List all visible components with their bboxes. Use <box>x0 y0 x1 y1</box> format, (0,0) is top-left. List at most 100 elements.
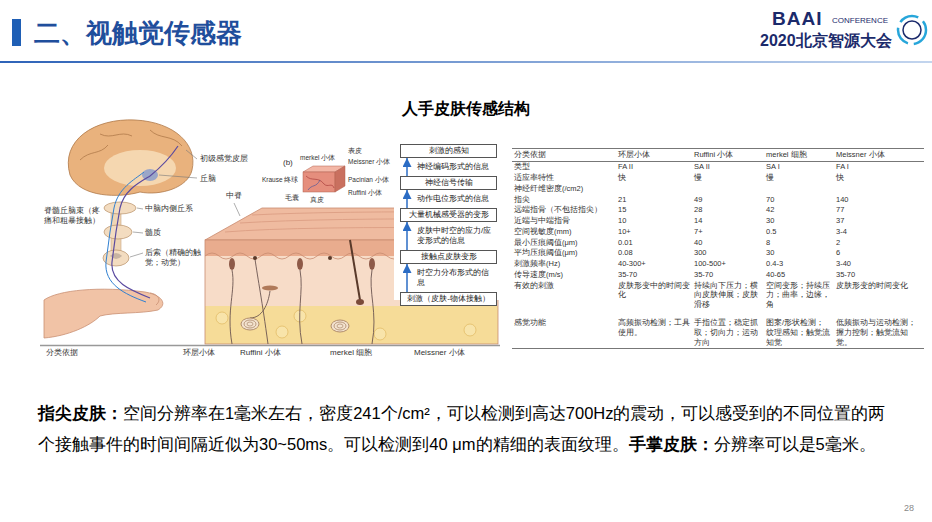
receptor <box>244 320 256 328</box>
panel-tag: (b) <box>283 158 293 168</box>
table-cell: 刺激频率(Hz) <box>512 259 616 270</box>
divider-line <box>40 345 500 346</box>
table-header: 分类依据 <box>514 150 614 160</box>
table-cell: 环层小体 <box>616 149 692 162</box>
part-label: 髓质 <box>145 228 161 238</box>
brain <box>104 150 176 186</box>
table-cell: 神经纤维密度(/cm2) <box>512 183 616 194</box>
table-cell: 有效的刺激 <box>512 280 616 310</box>
table-header: Meissner 小体 <box>836 150 922 160</box>
table-cell: Ruffini 小体 <box>692 149 764 162</box>
logo-rings <box>898 16 926 44</box>
table-cell: 最小压痕阈值(μm) <box>512 237 616 248</box>
table-row: 传导速度(m/s)35-7035-7040-6535-70 <box>512 269 924 280</box>
table-cell-text: 皮肤形变中的时间变化 <box>618 281 690 301</box>
table-cell: 300 <box>692 248 764 259</box>
flow-arrow <box>406 158 408 176</box>
skin-block <box>374 328 386 340</box>
table-cell: 皮肤形变中的时间变化 <box>616 280 692 310</box>
table-cell-text: 神经纤维密度(/cm2) <box>514 184 614 194</box>
table-cell: 2 <box>834 237 924 248</box>
table-cell-text: 感觉功能 <box>514 318 614 328</box>
table-cell: 快 <box>834 173 924 184</box>
table-cell-text: 传导速度(m/s) <box>514 270 614 280</box>
table-cell-text: 近端与中端指骨 <box>514 216 614 226</box>
leader-line <box>130 253 143 257</box>
skin-inset <box>308 180 320 190</box>
nerve-pathway <box>112 146 178 298</box>
table-cell: 40 <box>692 237 764 248</box>
table-cell-text: 0.01 <box>618 238 690 248</box>
spinal-cord <box>110 253 122 259</box>
table-cell <box>692 183 764 194</box>
table-cell: 35-70 <box>616 269 692 280</box>
part-label: Meissner 小体 <box>348 158 390 166</box>
receptor <box>334 322 346 330</box>
table-cell-text: 2 <box>836 238 922 248</box>
table-cell: 8 <box>764 237 834 248</box>
box-text: 接触点皮肤变形 <box>406 252 491 262</box>
table-cell: 空间视敏度(mm) <box>512 226 616 237</box>
table-cell-text: 49 <box>694 195 762 205</box>
nerve-pathway <box>106 146 178 302</box>
leader-line <box>137 208 143 209</box>
flow-arrow <box>406 190 408 208</box>
table-cell: 指尖 <box>512 194 616 205</box>
receptor <box>369 258 375 270</box>
table-cell: 42 <box>764 205 834 216</box>
table-cell: 平均压痕阈值(μm) <box>512 248 616 259</box>
edge-label: 神经编码形式的信息 <box>416 162 497 172</box>
slide-title: 二、视触觉传感器 <box>34 18 242 49</box>
table-cell-text: 6 <box>836 248 922 258</box>
receptor <box>350 240 360 300</box>
table-cell-text: 40-300+ <box>618 259 690 269</box>
table-cell-text: FA II <box>618 162 690 172</box>
table-cell-text: 35-70 <box>694 270 762 280</box>
table-cell: 慢 <box>764 173 834 184</box>
logo-text: 2020北京智源大会 <box>760 31 892 50</box>
table-cell: 30 <box>764 216 834 227</box>
bold-lead: 指尖皮肤： <box>38 404 123 422</box>
table-row: 刺激频率(Hz)40-300+100-500+0.4-33-40 <box>512 259 924 270</box>
table-cell: 21 <box>616 194 692 205</box>
table-cell: 图案/形状检测；纹理感知；触觉流知觉 <box>764 310 834 348</box>
table-header: Ruffini 小体 <box>694 150 762 160</box>
table-cell: FA I <box>834 161 924 172</box>
table-row: 神经纤维密度(/cm2) <box>512 183 924 194</box>
receptor <box>230 259 374 344</box>
table-cell-text: 皮肤形变的时间变化 <box>836 281 922 291</box>
table-cell: 15 <box>616 205 692 216</box>
part-label: 毛囊 <box>285 194 299 202</box>
table-cell: 3-4 <box>834 226 924 237</box>
table-cell-text: 42 <box>766 205 832 215</box>
table-row: 远端指骨（不包括指尖）15284277 <box>512 205 924 216</box>
table-cell-text: 77 <box>836 205 922 215</box>
flow-panel <box>394 138 500 300</box>
receptor <box>229 240 375 344</box>
table-cell: 持续向下压力；横向皮肤伸展；皮肤滑移 <box>692 280 764 310</box>
receptor <box>356 299 364 305</box>
table-cell: 低频振动与运动检测；握力控制；触觉流知觉。 <box>834 310 924 348</box>
table-cell <box>616 183 692 194</box>
table-cell: 30 <box>764 248 834 259</box>
table-cell-text: 类型 <box>514 162 614 172</box>
table-cell: 40-65 <box>764 269 834 280</box>
receptor <box>241 318 259 330</box>
process-box: 大量机械感受器的变形 <box>400 208 497 222</box>
header-decor <box>0 61 932 63</box>
table-cell-text: 0.4-3 <box>766 259 832 269</box>
receptor <box>229 258 235 270</box>
category-label: 环层小体 <box>183 348 215 358</box>
table-cell: merkel 细胞 <box>764 149 834 162</box>
table-cell: 0.08 <box>616 248 692 259</box>
table-cell: 分类依据 <box>512 149 616 162</box>
table-cell: 适应率特性 <box>512 173 616 184</box>
bold-lead: 手掌皮肤： <box>629 435 714 453</box>
part-label: 表皮 <box>348 147 362 155</box>
process-box: 神经信号传输 <box>400 176 497 190</box>
table-cell: 近端与中端指骨 <box>512 216 616 227</box>
part-label: 脊髓丘脑束（疼痛和粗暴接触） <box>44 206 101 225</box>
table-cell-text: 15 <box>618 205 690 215</box>
table-cell-text: 快 <box>618 173 690 183</box>
